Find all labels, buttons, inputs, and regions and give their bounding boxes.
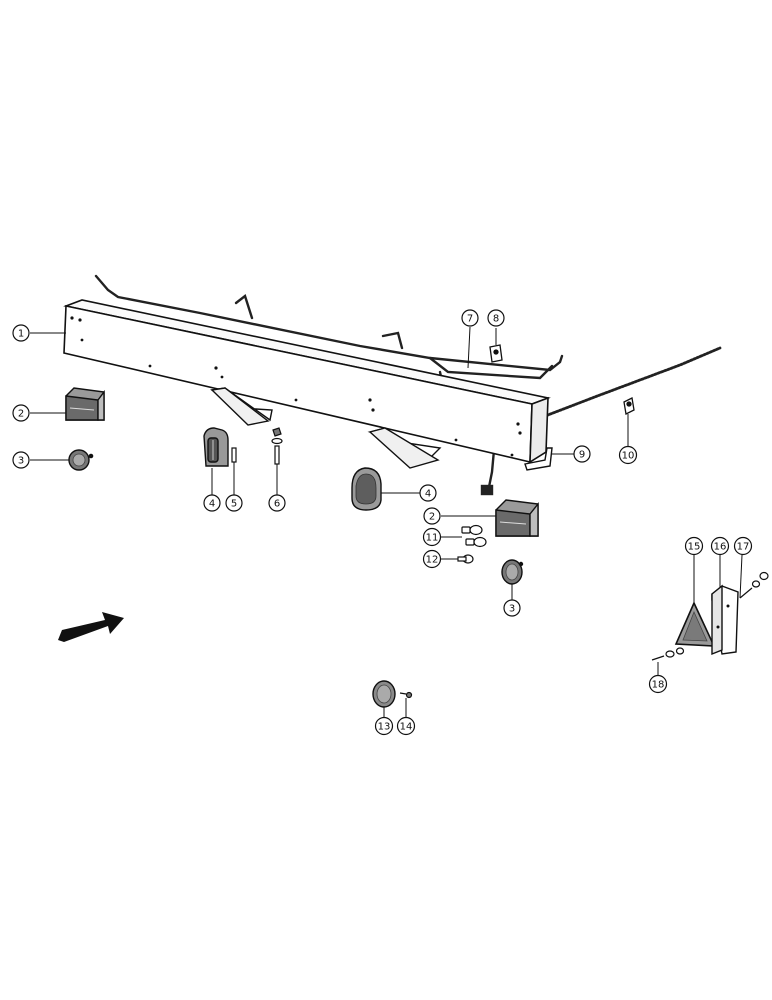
svg-text:4: 4 [209, 499, 215, 510]
callout-14: 14 [396, 716, 416, 736]
callout-13: 13 [374, 716, 394, 736]
svg-text:10: 10 [622, 451, 635, 462]
callout-15: 15 [684, 536, 704, 556]
svg-text:3: 3 [18, 456, 24, 467]
callout-1: 1 [12, 324, 30, 342]
cable-clip-icon [623, 397, 635, 415]
svg-text:13: 13 [378, 722, 391, 733]
rear-lamp-icon [65, 387, 105, 421]
rear-cross-bar [63, 299, 551, 464]
callout-10: 10 [618, 445, 638, 465]
svg-text:7: 7 [467, 314, 473, 325]
callout-3: 3 [12, 451, 30, 469]
side-marker-lamp-icon [203, 427, 229, 467]
svg-text:15: 15 [688, 542, 701, 553]
round-reflector-icon [68, 449, 94, 471]
svg-text:12: 12 [426, 555, 439, 566]
callout-4-second: 4 [419, 484, 437, 502]
round-reflector-icon [372, 680, 396, 708]
leader-lines [30, 326, 743, 717]
callout-9: 9 [573, 445, 591, 463]
callout-17: 17 [733, 536, 753, 556]
callout-2-second: 2 [423, 507, 441, 525]
svg-text:3: 3 [509, 604, 515, 615]
svg-text:16: 16 [714, 542, 727, 553]
bolt-washer-icon [271, 427, 283, 465]
callout-8: 8 [487, 309, 505, 327]
screw-icon [457, 554, 474, 564]
rear-lamp-icon [495, 499, 539, 537]
svg-text:17: 17 [737, 542, 750, 553]
callout-4: 4 [203, 494, 221, 512]
callout-2: 2 [12, 404, 30, 422]
svg-text:2: 2 [429, 512, 435, 523]
svg-text:11: 11 [426, 533, 439, 544]
bulb-icon [461, 524, 487, 548]
svg-text:9: 9 [579, 450, 585, 461]
svg-text:14: 14 [400, 722, 413, 733]
callout-7: 7 [461, 309, 479, 327]
cable-clip-icon [489, 344, 503, 363]
svg-text:4: 4 [425, 489, 431, 500]
side-marker-lamp-icon [351, 467, 382, 511]
bolt-icon [651, 647, 685, 661]
bar-support-brackets [210, 387, 442, 469]
screw-icon [399, 691, 413, 699]
callout-6: 6 [268, 494, 286, 512]
pin-icon [231, 447, 237, 463]
callout-16: 16 [710, 536, 730, 556]
bolt-nut-icon [739, 571, 769, 599]
callout-18: 18 [648, 674, 668, 694]
svg-text:5: 5 [231, 499, 237, 510]
svg-text:18: 18 [652, 680, 665, 691]
callout-11: 11 [422, 527, 442, 547]
svg-text:8: 8 [493, 314, 499, 325]
round-reflector-icon [501, 559, 524, 585]
svg-text:6: 6 [274, 499, 280, 510]
direction-arrow-icon [58, 612, 124, 642]
callout-12: 12 [422, 549, 442, 569]
callout-3-second: 3 [503, 599, 521, 617]
mounting-bracket-icon [524, 447, 553, 471]
svg-text:1: 1 [18, 329, 24, 340]
warning-triangle-reflector-icon [674, 601, 716, 647]
svg-text:2: 2 [18, 409, 24, 420]
triangle-bracket-icon [711, 584, 739, 656]
callout-5: 5 [225, 494, 243, 512]
